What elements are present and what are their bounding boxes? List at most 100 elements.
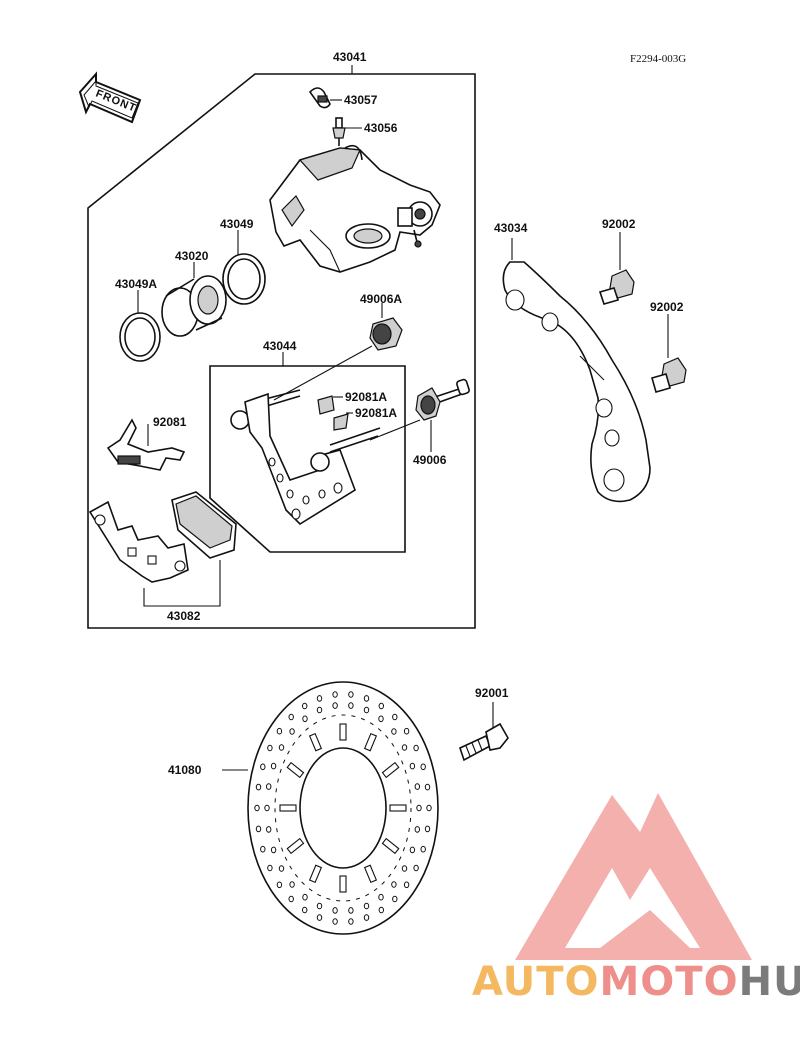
caliper-body xyxy=(269,144,441,273)
disc-slot xyxy=(363,864,378,884)
disc-hole xyxy=(348,907,354,914)
part-43057-label: 43057 xyxy=(344,93,378,107)
part-49006a-label: 49006A xyxy=(360,292,402,306)
disc-hole xyxy=(302,893,308,901)
disc-hole xyxy=(391,881,397,888)
disc-hole xyxy=(278,865,285,872)
disc-hole xyxy=(332,702,338,709)
part-43049-label: 43049 xyxy=(220,217,254,231)
disc-slot xyxy=(279,804,297,812)
brake-disc xyxy=(247,681,439,935)
boot-a xyxy=(369,317,403,351)
part-43034-label: 43034 xyxy=(494,221,528,235)
disc-slot xyxy=(339,723,347,741)
disc-hole xyxy=(378,702,384,710)
bleed-valve xyxy=(332,117,346,146)
disc-hole xyxy=(266,826,272,833)
disc-slot xyxy=(308,732,323,752)
disc-hole xyxy=(348,691,354,698)
spring xyxy=(106,418,186,471)
disc-hole xyxy=(316,695,323,702)
part-92002-lower-label: 92002 xyxy=(650,300,684,314)
disc-hole xyxy=(392,713,398,721)
disc-hole xyxy=(260,845,266,853)
disc-hole xyxy=(302,702,308,710)
bleed-cap xyxy=(308,87,331,109)
disc-hole xyxy=(288,713,294,721)
part-43082-label: 43082 xyxy=(167,609,201,623)
disc-hole xyxy=(403,727,410,735)
svg-text:AUTOMOTOHUB: AUTOMOTOHUB xyxy=(472,959,800,1005)
disc-hole xyxy=(426,804,432,812)
part-43044-label: 43044 xyxy=(263,339,297,353)
disc-hole xyxy=(409,846,416,854)
disc-hole xyxy=(270,846,277,854)
disc-slot xyxy=(308,864,323,884)
boot-pin xyxy=(415,378,470,421)
disc-hole xyxy=(401,744,408,751)
disc-hole xyxy=(391,728,397,735)
part-43020-label: 43020 xyxy=(175,249,209,263)
assembly-line-lower xyxy=(369,419,421,441)
brake-pad-left xyxy=(88,500,189,583)
disc-hole xyxy=(378,906,384,914)
disc-hole xyxy=(264,804,270,812)
holder-outline xyxy=(209,365,406,553)
bolt-92002-lower xyxy=(651,357,687,393)
disc-hole xyxy=(413,864,419,872)
disc-hole xyxy=(278,744,285,751)
holder-bracket xyxy=(230,389,381,526)
disc-hole xyxy=(378,893,384,901)
disc-hole xyxy=(276,881,283,889)
disc-hole xyxy=(332,907,338,914)
automotohub-logo xyxy=(515,793,752,960)
part-92002-upper-label: 92002 xyxy=(602,217,636,231)
part-43056-label: 43056 xyxy=(364,121,398,135)
disc-hole xyxy=(255,783,262,791)
disc-hole xyxy=(289,728,295,735)
disc-hole xyxy=(420,763,426,771)
disc-hole xyxy=(270,762,277,770)
disc-slot xyxy=(286,837,305,855)
disc-hole xyxy=(267,744,273,752)
disc-slot xyxy=(286,761,305,779)
brake-pad-right xyxy=(171,491,237,559)
bolt-92002-upper xyxy=(598,269,635,305)
part-41080-label: 41080 xyxy=(168,763,202,777)
assembly-line-upper xyxy=(273,345,373,401)
wordmark-part-moto: MOTO xyxy=(600,959,739,1005)
part-92081a-lower-label: 92081A xyxy=(355,406,397,420)
automotohub-wordmark: AUTOMOTOHUB xyxy=(472,959,800,1005)
disc-hole xyxy=(378,715,384,723)
disc-slot xyxy=(381,761,400,779)
front-arrow-icon: FRONT xyxy=(78,71,142,124)
part-92001-label: 92001 xyxy=(475,686,509,700)
part-92081-label: 92081 xyxy=(153,415,187,429)
disc-hole xyxy=(316,902,323,910)
disc-slot xyxy=(339,875,347,893)
disc-hole xyxy=(414,783,420,790)
part-43041-label: 43041 xyxy=(333,50,367,64)
disc-hole xyxy=(424,783,431,791)
disc-hole xyxy=(267,864,273,872)
disc-hole xyxy=(363,706,370,714)
disc-hole xyxy=(414,826,420,833)
disc-hole xyxy=(424,825,431,833)
disc-bolt xyxy=(459,722,509,762)
leader-43082 xyxy=(143,560,221,607)
part-92081a-upper-label: 92081A xyxy=(345,390,387,404)
disc-hole xyxy=(420,845,426,853)
clip-a-upper xyxy=(317,395,335,415)
disc-slot xyxy=(363,732,378,752)
disc-hole xyxy=(289,881,295,888)
disc-hole xyxy=(416,804,422,812)
disc-hole xyxy=(332,691,338,698)
disc-hole xyxy=(348,702,354,709)
disc-hole xyxy=(332,918,338,925)
disc-hole xyxy=(302,906,308,914)
disc-hole xyxy=(401,865,408,872)
disc-hole xyxy=(409,762,416,770)
figure-code: F2294-003G xyxy=(630,53,686,65)
